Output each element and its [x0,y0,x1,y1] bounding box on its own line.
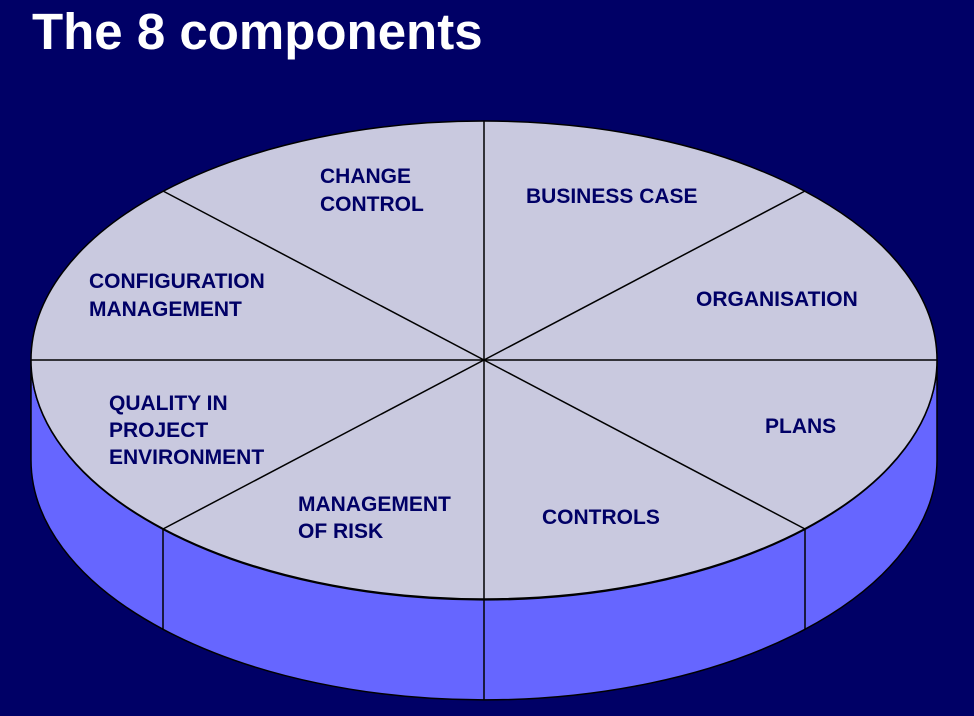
segment-label-management-of-risk: MANAGEMENT OF RISK [298,493,457,543]
segment-label-plans: PLANS [765,415,836,438]
segment-label-change-control: CHANGE CONTROL [320,165,424,216]
segment-label-configuration-management: CONFIGURATION MANAGEMENT [89,270,271,321]
segment-label-organisation: ORGANISATION [696,288,858,311]
segment-label-business-case: BUSINESS CASE [526,185,698,208]
divider-diagonal-up [162,190,806,530]
segment-label-controls: CONTROLS [542,506,660,529]
segment-label-quality-in-project-environment: QUALITY IN PROJECT ENVIRONMENT [109,392,264,469]
slide-title: The 8 components [32,3,483,60]
pie-side-wall [30,359,938,701]
